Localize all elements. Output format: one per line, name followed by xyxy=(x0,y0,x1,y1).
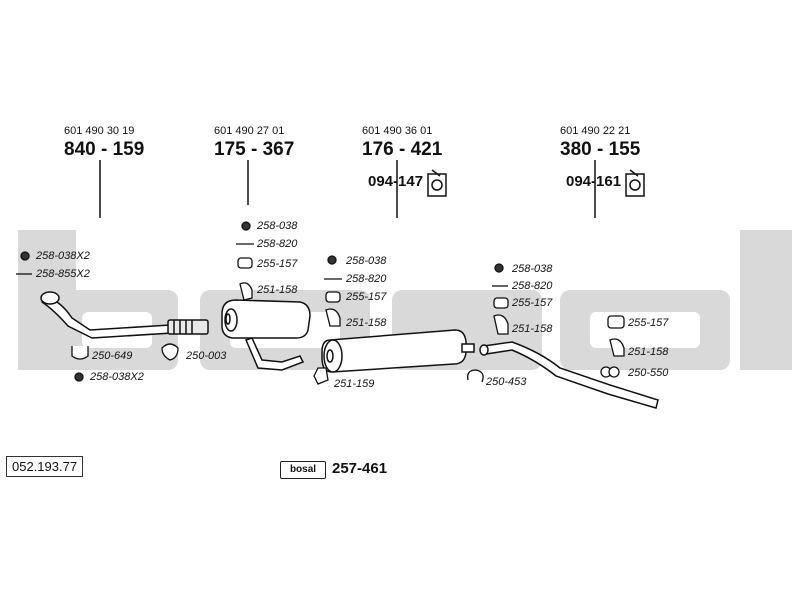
accessory-label[interactable]: 251-158 xyxy=(257,284,298,296)
mount-bracket-094-147 xyxy=(427,169,447,197)
accessory-label[interactable]: 251-159 xyxy=(334,378,375,390)
accessory-label[interactable]: 255-157 xyxy=(512,297,553,309)
accessory-label[interactable]: 251-158 xyxy=(346,317,387,329)
accessory-label[interactable]: 258-820 xyxy=(346,273,387,285)
accessory-label[interactable]: 258-038 xyxy=(512,263,553,275)
sub-part-number[interactable]: 094-161 xyxy=(566,173,622,190)
front-pipe xyxy=(40,291,209,339)
accessory-label[interactable]: 255-157 xyxy=(257,258,298,270)
accessory-label[interactable]: 250-649 xyxy=(92,350,133,362)
kit-part-number[interactable]: 257-461 xyxy=(332,460,388,477)
rear-silencer xyxy=(321,329,475,373)
accessory-label[interactable]: 250-453 xyxy=(486,376,527,388)
part-number-rear-silencer[interactable]: 176 - 421 xyxy=(362,139,443,160)
accessory-label[interactable]: 251-158 xyxy=(512,323,553,335)
part-number-tail-pipe[interactable]: 380 - 155 xyxy=(560,139,641,160)
middle-silencer xyxy=(221,299,311,371)
oe-number: 601 490 22 21 xyxy=(560,125,631,137)
tail-pipe xyxy=(479,341,659,409)
accessory-label[interactable]: 258-820 xyxy=(512,280,553,292)
oe-number: 601 490 36 01 xyxy=(362,125,433,137)
part-number-middle-silencer[interactable]: 175 - 367 xyxy=(214,139,295,160)
accessory-label[interactable]: 258-820 xyxy=(257,238,298,250)
accessory-label[interactable]: 258-855X2 xyxy=(36,268,90,280)
accessory-label[interactable]: 258-038X2 xyxy=(90,371,144,383)
diagram-reference: 052.193.77 xyxy=(6,456,84,477)
accessory-label[interactable]: 258-038X2 xyxy=(36,250,90,262)
oe-number: 601 490 27 01 xyxy=(214,125,285,137)
accessory-label[interactable]: 258-038 xyxy=(257,220,298,232)
oe-number: 601 490 30 19 xyxy=(64,125,135,137)
bosal-badge: bosal xyxy=(280,461,326,479)
accessory-label[interactable]: 250-550 xyxy=(628,367,669,379)
accessory-label[interactable]: 250-003 xyxy=(186,350,227,362)
part-number-front-pipe[interactable]: 840 - 159 xyxy=(64,139,145,160)
mount-bracket-094-161 xyxy=(625,169,645,197)
accessory-label[interactable]: 251-158 xyxy=(628,346,669,358)
sub-part-number[interactable]: 094-147 xyxy=(368,173,424,190)
accessory-label[interactable]: 255-157 xyxy=(346,291,387,303)
accessory-label[interactable]: 255-157 xyxy=(628,317,669,329)
accessory-label[interactable]: 258-038 xyxy=(346,255,387,267)
